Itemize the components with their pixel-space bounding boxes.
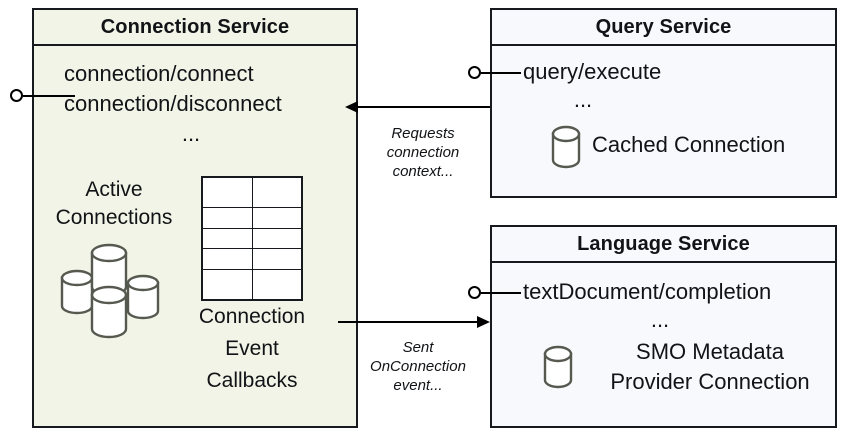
requests-connection-label-line1: Requests bbox=[391, 125, 455, 142]
table-cell bbox=[201, 248, 253, 270]
table-cell bbox=[251, 207, 303, 229]
table-row bbox=[201, 207, 303, 229]
connection-service-interface-stem bbox=[23, 95, 75, 97]
table-cell bbox=[201, 176, 253, 209]
query-service-interface-stem bbox=[481, 72, 521, 74]
sent-onconnection-arrow-line bbox=[338, 321, 477, 323]
requests-connection-arrow-head bbox=[345, 101, 358, 113]
requests-connection-label: Requests connection context... bbox=[355, 124, 491, 182]
query-service-title: Query Service bbox=[492, 10, 835, 46]
query-service-endpoint-0: query/execute bbox=[523, 59, 662, 84]
smo-metadata-label-line1: SMO Metadata bbox=[636, 339, 784, 364]
requests-connection-arrow-line bbox=[358, 106, 490, 108]
connection-service-endpoint-2: ... bbox=[181, 121, 201, 146]
language-service-title: Language Service bbox=[492, 227, 835, 263]
query-service-box[interactable]: Query Service bbox=[490, 8, 837, 198]
query-service-endpoint-1: ... bbox=[573, 87, 593, 112]
table-cell bbox=[251, 268, 303, 301]
cached-connection-label: Cached Connection bbox=[592, 132, 786, 157]
sent-onconnection-label-line3: event... bbox=[393, 377, 443, 395]
sent-onconnection-label-line2: OnConnection bbox=[370, 358, 466, 376]
active-connections-label-line1: Active bbox=[85, 178, 143, 201]
language-service-endpoint-0: textDocument/completion bbox=[523, 279, 772, 304]
sent-onconnection-label-line1: Sent bbox=[402, 339, 434, 356]
table-cell bbox=[251, 248, 303, 270]
connection-service-endpoint-1: connection/disconnect bbox=[64, 91, 282, 116]
callbacks-label-line2: Event bbox=[225, 337, 279, 360]
language-service-endpoint-1: ... bbox=[650, 307, 670, 332]
table-cell bbox=[201, 227, 253, 250]
table-row bbox=[201, 176, 303, 209]
smo-metadata-cylinder-icon bbox=[540, 344, 576, 392]
callbacks-label-line1: Connection bbox=[198, 305, 306, 328]
table-cell bbox=[201, 207, 253, 229]
active-connections-cylinders-icon bbox=[54, 243, 170, 343]
cached-connection-cylinder-icon bbox=[548, 124, 584, 172]
table-row bbox=[201, 268, 303, 301]
connection-event-callbacks-grid bbox=[201, 176, 303, 301]
table-cell bbox=[251, 176, 303, 209]
callbacks-label-line3: Callbacks bbox=[206, 369, 298, 392]
connection-service-box[interactable]: Connection Service bbox=[32, 8, 358, 428]
requests-connection-label-line3: context... bbox=[392, 163, 454, 181]
smo-metadata-label-line2: Provider Connection bbox=[610, 369, 810, 394]
language-service-interface-lollipop-icon[interactable] bbox=[468, 286, 481, 299]
table-row bbox=[201, 227, 303, 250]
active-connections-label-line2: Connections bbox=[55, 206, 173, 229]
language-service-interface-stem bbox=[481, 292, 521, 294]
connection-service-endpoint-0: connection/connect bbox=[64, 61, 254, 86]
sent-onconnection-label: Sent OnConnection event... bbox=[348, 338, 488, 396]
table-row bbox=[201, 248, 303, 270]
query-service-interface-lollipop-icon[interactable] bbox=[468, 66, 481, 79]
connection-service-interface-lollipop-icon[interactable] bbox=[10, 89, 23, 102]
connection-service-title: Connection Service bbox=[34, 10, 356, 46]
language-service-box[interactable]: Language Service bbox=[490, 225, 837, 428]
requests-connection-label-line2: connection bbox=[386, 144, 460, 162]
table-cell bbox=[201, 268, 253, 301]
sent-onconnection-arrow-head bbox=[477, 316, 490, 328]
table-cell bbox=[251, 227, 303, 250]
